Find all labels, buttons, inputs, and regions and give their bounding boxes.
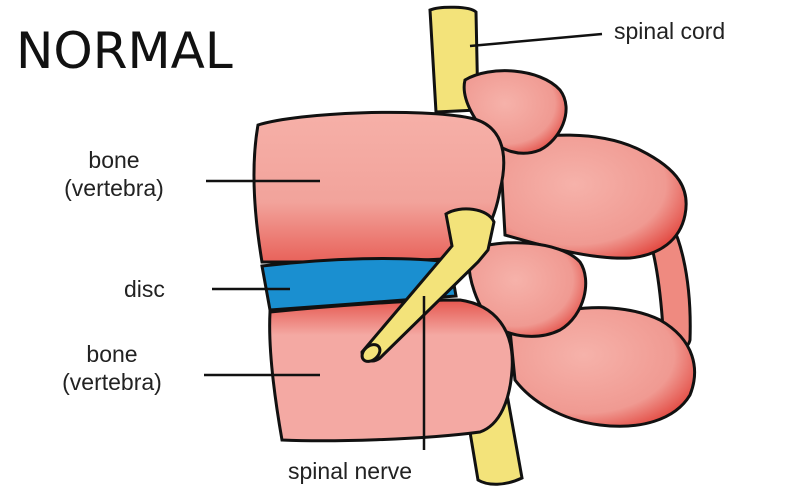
spinal-nerve (360, 207, 496, 363)
upper-spinous-process (498, 133, 688, 260)
label-disc: disc (124, 275, 165, 303)
label-disc-text: disc (124, 276, 165, 302)
label-bone-upper-line2: (vertebra) (64, 175, 164, 201)
label-bone-upper: bone (vertebra) (52, 146, 176, 202)
label-spinal-cord: spinal cord (614, 17, 725, 45)
label-bone-lower-line2: (vertebra) (62, 369, 162, 395)
diagram-title: NORMAL (16, 22, 233, 80)
lower-spinous-process (508, 306, 697, 428)
label-bone-lower-line1: bone (86, 341, 138, 367)
label-spinal-cord-text: spinal cord (614, 18, 726, 44)
leader-spinal-cord (469, 32, 603, 48)
label-bone-lower: bone (vertebra) (50, 340, 174, 396)
label-spinal-nerve: spinal nerve (288, 457, 412, 485)
label-bone-upper-line1: bone (88, 147, 140, 173)
label-spinal-nerve-text: spinal nerve (288, 458, 413, 484)
